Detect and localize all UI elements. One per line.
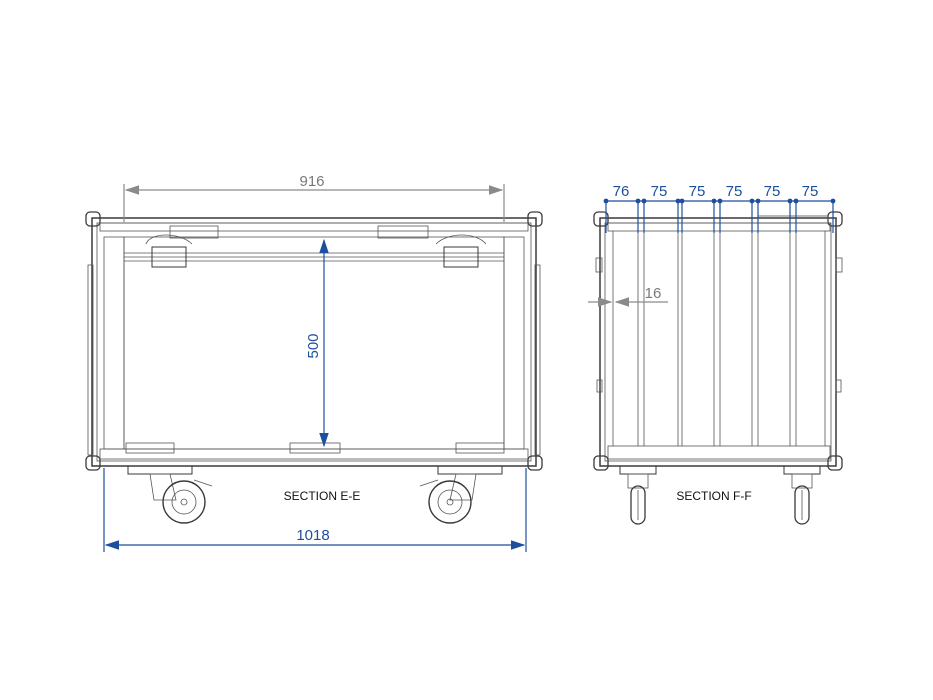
dim-pitch-1: 76 bbox=[613, 183, 630, 200]
dim-inner-width: 916 bbox=[299, 173, 324, 190]
dim-inner-height: 500 bbox=[305, 333, 322, 358]
ff-outer-outline bbox=[599, 217, 837, 467]
case-outer-outline bbox=[91, 217, 537, 467]
ff-corner-caps bbox=[593, 211, 843, 471]
castor-left bbox=[127, 465, 213, 524]
hinge-brackets bbox=[145, 234, 487, 268]
ff-castor-left bbox=[619, 465, 657, 525]
pitch-dimension-chain bbox=[603, 198, 836, 233]
left-wall-hatch bbox=[103, 236, 125, 450]
ff-castor-right bbox=[783, 465, 821, 525]
dim-pitch-5: 75 bbox=[764, 183, 781, 200]
dim-pitch-3: 75 bbox=[689, 183, 706, 200]
dim-pitch-6: 75 bbox=[802, 183, 819, 200]
bottom-panel-hatch bbox=[99, 448, 529, 460]
section-ff-view: 16 76 bbox=[588, 183, 843, 525]
lid-rail bbox=[124, 252, 504, 262]
corner-caps bbox=[85, 211, 543, 471]
section-ee-label: SECTION E-E bbox=[284, 489, 361, 503]
section-ff-label: SECTION F-F bbox=[676, 489, 751, 503]
castor-right bbox=[419, 465, 503, 524]
dim-pitch-2: 75 bbox=[651, 183, 668, 200]
inner-cavity bbox=[123, 236, 505, 450]
ff-bottom-hatch bbox=[607, 445, 831, 460]
divider-slots bbox=[637, 231, 797, 446]
dim-pitch-4: 75 bbox=[726, 183, 743, 200]
dim-outer-width: 1018 bbox=[296, 527, 329, 544]
right-wall-hatch bbox=[503, 236, 525, 450]
top-panel-hatch bbox=[99, 222, 529, 232]
dim-wall: 16 bbox=[645, 285, 662, 302]
section-ee-view: 916 500 1018 SECTION E-E bbox=[85, 173, 543, 552]
